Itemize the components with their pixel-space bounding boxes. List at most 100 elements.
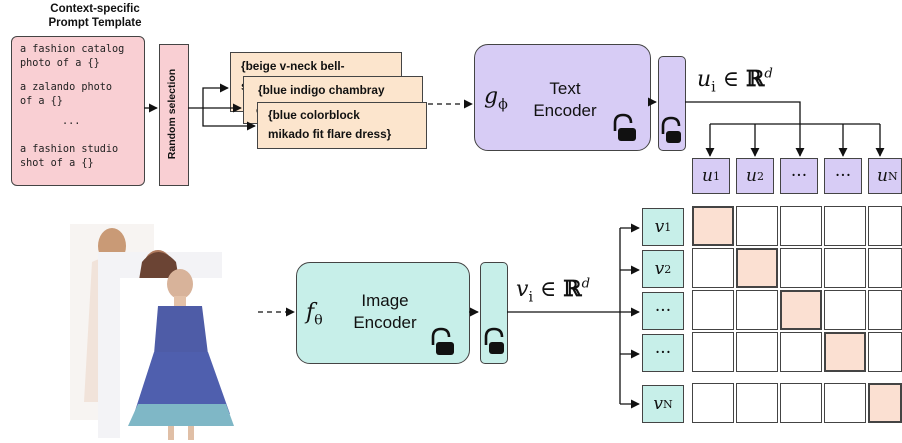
text-encoder-symbol-letter: g bbox=[484, 84, 499, 109]
v-header-sub: N bbox=[662, 397, 673, 411]
u-embed-sub: i bbox=[711, 79, 716, 96]
template-line: a fashion catalog bbox=[20, 44, 125, 55]
image-encoder-symbol-sub: θ bbox=[314, 312, 323, 329]
v-embed-var: v bbox=[516, 277, 529, 302]
matrix-cell bbox=[780, 332, 822, 372]
dress-photos bbox=[70, 224, 242, 443]
template-line: a zalando photo bbox=[20, 82, 113, 93]
u-embed-var: u bbox=[697, 67, 712, 92]
v-header-sub: 2 bbox=[664, 262, 672, 276]
u-header-sub: 1 bbox=[712, 169, 720, 183]
matrix-cell bbox=[780, 383, 822, 423]
matrix-cell bbox=[736, 290, 778, 330]
v-header-var: v bbox=[654, 217, 665, 237]
matrix-cell bbox=[736, 383, 778, 423]
v-header-var: ··· bbox=[654, 301, 672, 321]
v-embed-sup: d bbox=[581, 276, 591, 292]
text-encoder-label-line2: Encoder bbox=[533, 101, 597, 120]
matrix-cell-diagonal bbox=[868, 383, 902, 423]
image-encoder-label-line2: Encoder bbox=[353, 313, 417, 332]
prompt-card-1-text: {beige v-neck bell- bbox=[241, 59, 345, 73]
text-encoder-symbol-sub: ϕ bbox=[498, 96, 508, 113]
u-header-var: ··· bbox=[790, 166, 808, 186]
template-line: photo of a {} bbox=[20, 58, 100, 69]
image-encoder-label: Image Encoder bbox=[340, 290, 430, 334]
template-title: Context-specific Prompt Template bbox=[20, 2, 170, 30]
v-header-sub: 1 bbox=[664, 220, 672, 234]
text-encoder-symbol: gϕ bbox=[484, 84, 508, 112]
v-header-4: ··· bbox=[642, 334, 684, 372]
matrix-cell bbox=[780, 206, 822, 246]
matrix-cell-diagonal bbox=[780, 290, 822, 330]
image-encoder-symbol: fθ bbox=[306, 300, 323, 328]
matrix-cell-diagonal bbox=[824, 332, 866, 372]
prompt-card-3-line2: mikado fit flare dress} bbox=[268, 127, 392, 141]
prompt-card-3-line1: {blue colorblock bbox=[268, 108, 360, 122]
u-header-sub: N bbox=[887, 169, 898, 183]
v-header-var: v bbox=[653, 394, 663, 414]
template-line: shot of a {} bbox=[20, 158, 94, 169]
u-header-var: ··· bbox=[834, 166, 852, 186]
matrix-cell-diagonal bbox=[736, 248, 778, 288]
template-title-line2: Prompt Template bbox=[48, 17, 142, 29]
v-embed-in: ∈ bbox=[533, 277, 564, 302]
matrix-cell bbox=[868, 332, 902, 372]
u-embed-in: ∈ bbox=[715, 67, 747, 92]
unlock-icon bbox=[661, 116, 681, 143]
arrow-to-card-3 bbox=[202, 108, 256, 131]
v-header-var: v bbox=[654, 259, 665, 279]
matrix-cell bbox=[868, 290, 902, 330]
matrix-cell bbox=[692, 248, 734, 288]
arrow-to-card-1 bbox=[188, 83, 229, 109]
u-header-var: u bbox=[746, 166, 757, 186]
text-encoder-label-line1: Text bbox=[549, 79, 581, 98]
prompt-template-box bbox=[11, 36, 145, 186]
matrix-cell bbox=[692, 332, 734, 372]
prompt-card-3: {blue colorblock mikado fit flare dress} bbox=[257, 102, 427, 149]
matrix-cell bbox=[868, 248, 902, 288]
u-header-4: ··· bbox=[824, 158, 862, 194]
matrix-cell bbox=[824, 206, 866, 246]
random-selection-box bbox=[159, 44, 189, 186]
matrix-cell bbox=[692, 290, 734, 330]
u-header-sub: 2 bbox=[756, 169, 764, 183]
matrix-cell bbox=[736, 332, 778, 372]
matrix-cell bbox=[736, 206, 778, 246]
matrix-cell bbox=[868, 206, 902, 246]
prompt-card-2-text: {blue indigo chambray bbox=[258, 83, 385, 97]
v-embed-sub: i bbox=[528, 289, 534, 306]
u-embed-space: ℝ bbox=[746, 66, 765, 92]
image-encoder-symbol-letter: f bbox=[306, 300, 315, 325]
u-header-var: u bbox=[877, 166, 888, 186]
image-embedding-label: vi ∈ ℝd bbox=[516, 276, 590, 305]
template-line: of a {} bbox=[20, 96, 63, 107]
v-header-3: ··· bbox=[642, 292, 684, 330]
text-encoder-label: Text Encoder bbox=[520, 78, 610, 122]
matrix-cell bbox=[824, 290, 866, 330]
matrix-cell-diagonal bbox=[692, 206, 734, 246]
v-header-var: ··· bbox=[654, 343, 672, 363]
matrix-cell bbox=[824, 248, 866, 288]
template-ellipsis: ... bbox=[62, 116, 81, 127]
u-embed-sup: d bbox=[764, 66, 773, 82]
u-header-var: u bbox=[702, 166, 713, 186]
image-encoder-label-line1: Image bbox=[361, 291, 409, 310]
unlock-icon bbox=[431, 327, 454, 355]
unlock-icon bbox=[484, 327, 504, 354]
matrix-cell bbox=[780, 248, 822, 288]
text-embedding-label: ui ∈ ℝd bbox=[697, 66, 773, 95]
matrix-cell bbox=[692, 383, 734, 423]
matrix-cell bbox=[824, 383, 866, 423]
u-header-3: ··· bbox=[780, 158, 818, 194]
v-embed-space: ℝ bbox=[563, 276, 582, 302]
template-line: a fashion studio bbox=[20, 144, 119, 155]
unlock-icon bbox=[613, 113, 636, 141]
template-title-line1: Context-specific bbox=[50, 3, 140, 15]
